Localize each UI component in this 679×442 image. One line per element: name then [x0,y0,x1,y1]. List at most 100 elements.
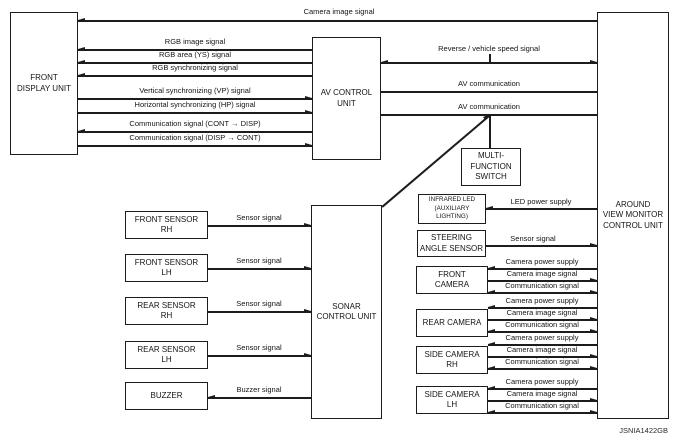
rear-camera-communication-label: Communication signal [505,320,579,329]
buzzer-signal-line [208,397,311,399]
side-camera-lh-box: SIDE CAMERA LH [416,386,488,414]
steering-sensor-signal-line [486,245,597,247]
front-sensor-rh-box: FRONT SENSOR RH [125,211,208,239]
steering-angle-sensor-box: STEERING ANGLE SENSOR [417,230,486,257]
vertical-synchronizing-signal-label: Vertical synchronizing (VP) signal [139,86,251,95]
arrowhead [304,110,312,114]
front-camera-box: FRONT CAMERA [416,266,488,294]
rgb-area-ys-signal-line [78,62,312,64]
side-camera-lh-communication-label: Communication signal [505,401,579,410]
side-camera-rh-image-signal-line [488,356,597,358]
arrowhead [488,386,495,390]
rear-camera-communication-line [488,331,597,333]
arrowhead [488,266,495,270]
buzzer-signal-label: Buzzer signal [236,385,282,394]
side-camera-lh-image-signal-line [488,400,597,402]
side-camera-rh-communication-line [488,368,597,370]
arrowhead [488,305,495,309]
arrowhead [488,290,495,294]
arrowhead [589,354,597,358]
arrowhead [303,223,311,227]
sonar-control-unit-box: SONAR CONTROL UNIT [311,205,382,419]
front-camera-power-supply-line [488,268,597,270]
arrowhead [304,143,312,147]
communication-cont-disp-line [78,131,312,133]
arrowhead [589,410,597,414]
camera-image-signal-top-line [78,20,597,22]
rgb-area-ys-signal-label: RGB area (YS) signal [158,50,232,59]
buzzer-box: BUZZER [125,382,208,410]
arrowhead [304,96,312,100]
front-camera-communication-label: Communication signal [505,281,579,290]
front-sensor-lh-box: FRONT SENSOR LH [125,254,208,282]
side-camera-lh-power-supply-label: Camera power supply [505,377,579,386]
horizontal-synchronizing-signal-label: Horizontal synchronizing (HP) signal [134,100,256,109]
front-camera-image-signal-label: Camera image signal [506,269,578,278]
rgb-image-signal-line [78,49,312,51]
around-view-monitor-control-unit-box: AROUND VIEW MONITOR CONTROL UNIT [597,12,669,419]
arrowhead [589,290,597,294]
front-sensor-lh-signal-line [208,268,311,270]
rear-sensor-rh-signal-label: Sensor signal [236,299,282,308]
front-camera-communication-line [488,292,597,294]
rear-camera-power-supply-line [488,307,597,309]
front-sensor-rh-signal-label: Sensor signal [236,213,282,222]
led-power-supply-label: LED power supply [510,197,572,206]
side-camera-lh-communication-line [488,412,597,414]
side-camera-rh-power-supply-line [488,344,597,346]
rear-sensor-lh-box: REAR SENSOR LH [125,341,208,369]
side-camera-lh-image-signal-label: Camera image signal [506,389,578,398]
arrowhead [589,60,597,64]
rear-sensor-rh-signal-line [208,311,311,313]
reverse-vehicle-speed-signal-label: Reverse / vehicle speed signal [438,44,540,53]
arrowhead [589,398,597,402]
arrowhead [303,309,311,313]
rear-camera-box: REAR CAMERA [416,309,488,337]
side-camera-rh-box: SIDE CAMERA RH [416,346,488,374]
front-camera-image-signal-line [488,280,597,282]
arrowhead [78,73,85,77]
rear-camera-power-supply-label: Camera power supply [505,296,579,305]
rear-sensor-lh-signal-line [208,355,311,357]
front-sensor-lh-signal-label: Sensor signal [236,256,282,265]
arrowhead [488,366,495,370]
rgb-synchronizing-signal-line [78,75,312,77]
arrowhead [381,60,388,64]
side-camera-lh-power-supply-line [488,388,597,390]
arrowhead [208,395,215,399]
arrowhead [303,266,311,270]
reverse-vehicle-speed-signal-line [381,62,597,64]
av-communication-line-1 [381,91,597,93]
arrowhead [303,353,311,357]
side-camera-rh-communication-label: Communication signal [505,357,579,366]
front-camera-power-supply-label: Camera power supply [505,257,579,266]
side-camera-rh-power-supply-label: Camera power supply [505,333,579,342]
diagram-code: JSNIA1422GB [619,426,668,435]
arrowhead [488,342,495,346]
multi-function-switch-box: MULTI- FUNCTION SWITCH [461,148,521,186]
arrowhead [589,329,597,333]
arrowhead [78,129,85,133]
front-sensor-rh-signal-line [208,225,311,227]
arrowhead [488,329,495,333]
led-power-supply-line [486,208,597,210]
arrowhead [486,206,493,210]
arrowhead [78,60,85,64]
arrowhead [589,317,597,321]
arrowhead [488,410,495,414]
arrowhead [589,366,597,370]
label-leader-tick [489,54,491,62]
av-communication-label-2: AV communication [458,102,520,111]
av-communication-label-1: AV communication [458,79,520,88]
rear-camera-image-signal-label: Camera image signal [506,308,578,317]
av-control-unit-box: AV CONTROL UNIT [312,37,381,160]
arrowhead [589,278,597,282]
infrared-led-box: INFRARED LED (AUXILIARY LIGHTING) [418,194,486,224]
rear-camera-image-signal-line [488,319,597,321]
rgb-synchronizing-signal-label: RGB synchronizing signal [152,63,238,72]
arrowhead [78,18,85,22]
multi-function-switch-connector-line [489,114,491,149]
communication-disp-cont-line [78,145,312,147]
side-camera-rh-image-signal-label: Camera image signal [506,345,578,354]
